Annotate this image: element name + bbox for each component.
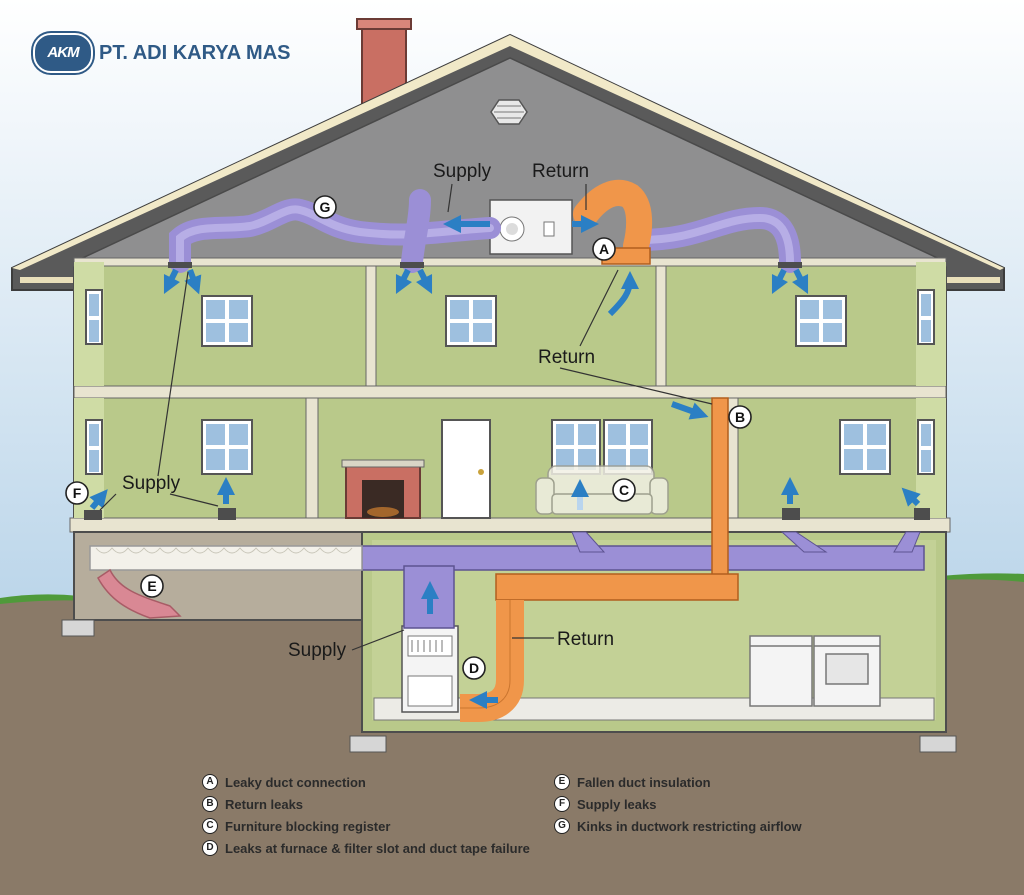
arrow-icon	[670, 401, 709, 420]
legend-text: Return leaks	[225, 796, 304, 812]
legend-item: E Fallen duct insulation	[554, 771, 802, 793]
arrow-icon	[395, 268, 413, 295]
label-return-upper: Return	[538, 347, 595, 368]
legend-item: F Supply leaks	[554, 793, 802, 815]
svg-text:D: D	[469, 660, 479, 676]
legend-key: E	[554, 774, 570, 790]
label-supply-attic: Supply	[433, 161, 492, 182]
svg-text:F: F	[73, 485, 82, 501]
airflow-arrows	[89, 215, 921, 709]
brand-name: PT. ADI KARYA MAS	[99, 41, 291, 64]
attic-vent-icon	[490, 99, 528, 125]
insulated-duct	[89, 545, 363, 619]
arrow-icon	[607, 271, 639, 317]
registers	[84, 262, 930, 520]
svg-text:C: C	[619, 482, 629, 498]
legend-key: D	[202, 840, 218, 856]
legend-column-right: E Fallen duct insulation F Supply leaks …	[554, 771, 802, 837]
label-supply-basement: Supply	[288, 640, 347, 661]
legend-key: G	[554, 818, 570, 834]
svg-text:A: A	[599, 241, 609, 257]
window-panes	[89, 294, 931, 472]
chimney	[356, 18, 412, 107]
legend-key: F	[554, 796, 570, 812]
legend-column-left: A Leaky duct connection B Return leaks C…	[202, 771, 530, 859]
svg-text:B: B	[735, 409, 745, 425]
legend-key: C	[202, 818, 218, 834]
marker-d: D	[462, 656, 486, 680]
svg-text:G: G	[320, 199, 331, 215]
legend-item: C Furniture blocking register	[202, 815, 530, 837]
svg-text:E: E	[147, 578, 156, 594]
arrow-icon	[771, 268, 789, 295]
legend-item: D Leaks at furnace & filter slot and duc…	[202, 837, 530, 859]
arrow-icon	[163, 268, 181, 295]
marker-e: E	[140, 574, 164, 598]
air-handler	[489, 199, 573, 255]
legend-key: B	[202, 796, 218, 812]
legend: A Leaky duct connection B Return leaks C…	[202, 771, 902, 881]
legend-text: Furniture blocking register	[225, 818, 391, 834]
label-supply-second: Supply	[122, 473, 181, 494]
fireplace	[341, 459, 425, 519]
legend-item: B Return leaks	[202, 793, 530, 815]
label-return-attic: Return	[532, 161, 589, 182]
legend-text: Fallen duct insulation	[577, 774, 711, 790]
legend-text: Kinks in ductwork restricting airflow	[577, 818, 802, 834]
legend-item: A Leaky duct connection	[202, 771, 530, 793]
arrow-icon	[184, 268, 202, 295]
marker-a: A	[592, 237, 616, 261]
supply-ducts	[169, 189, 801, 273]
arrow-icon	[415, 268, 433, 295]
arrow-icon	[89, 489, 108, 510]
legend-text: Supply leaks	[577, 796, 657, 812]
legend-text: Leaky duct connection	[225, 774, 366, 790]
marker-b: B	[728, 405, 752, 429]
arrow-icon	[901, 487, 921, 507]
couch	[535, 465, 669, 515]
brand: AKM PT. ADI KARYA MAS	[33, 33, 291, 73]
label-return-basement: Return	[557, 629, 614, 650]
leader-lines	[99, 183, 713, 651]
arrow-icon	[791, 268, 809, 295]
door	[441, 419, 491, 519]
legend-text: Leaks at furnace & filter slot and duct …	[225, 840, 530, 856]
marker-f: F	[65, 481, 89, 505]
marker-c: C	[612, 478, 636, 502]
furnace	[401, 625, 459, 713]
washer-dryer	[749, 635, 881, 707]
brand-logo: AKM	[33, 33, 93, 73]
legend-key: A	[202, 774, 218, 790]
marker-g: G	[313, 195, 337, 219]
legend-item: G Kinks in ductwork restricting airflow	[554, 815, 802, 837]
